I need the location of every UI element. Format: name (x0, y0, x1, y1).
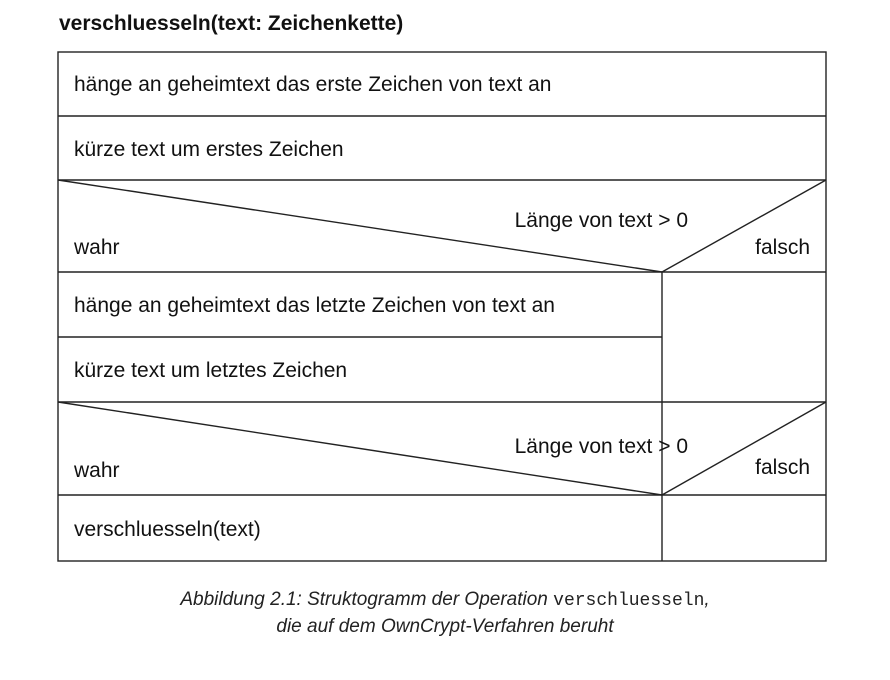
caption-code: verschluesseln (553, 591, 705, 611)
caption-line-2: die auf dem OwnCrypt-Verfahren beruht (276, 616, 614, 637)
structogram-frame (57, 51, 827, 562)
condition-2-false-label: falsch (755, 456, 810, 479)
figure-caption: Abbildung 2.1: Struktogramm der Operatio… (0, 587, 890, 639)
condition-2-label: Länge von text > 0 (515, 435, 688, 458)
condition-1-diagonal-right (661, 179, 827, 273)
caption-prefix: Abbildung 2.1: Struktogramm der Operatio… (180, 589, 554, 610)
condition-2-true-label: wahr (73, 459, 120, 482)
condition-2-diagonal-right (661, 401, 827, 496)
condition-1-diagonal-left (57, 179, 663, 273)
condition-1-true-label: wahr (73, 236, 120, 259)
caption-line-1: Abbildung 2.1: Struktogramm der Operatio… (0, 587, 890, 614)
condition-1-label: Länge von text > 0 (515, 209, 688, 232)
condition-2-diagonal-left (57, 401, 663, 496)
caption-suffix: , (704, 589, 710, 610)
step-shorten-first-char: kürze text um erstes Zeichen (74, 138, 344, 161)
condition-1-false-label: falsch (755, 236, 810, 259)
step-append-last-char: hänge an geheimtext das letzte Zeichen v… (74, 294, 555, 317)
diagram-title: verschluesseln(text: Zeichenkette) (59, 12, 404, 35)
step-shorten-last-char: kürze text um letztes Zeichen (74, 359, 347, 382)
step-recursive-call: verschluesseln(text) (74, 518, 261, 541)
step-append-first-char: hänge an geheimtext das erste Zeichen vo… (74, 73, 551, 96)
